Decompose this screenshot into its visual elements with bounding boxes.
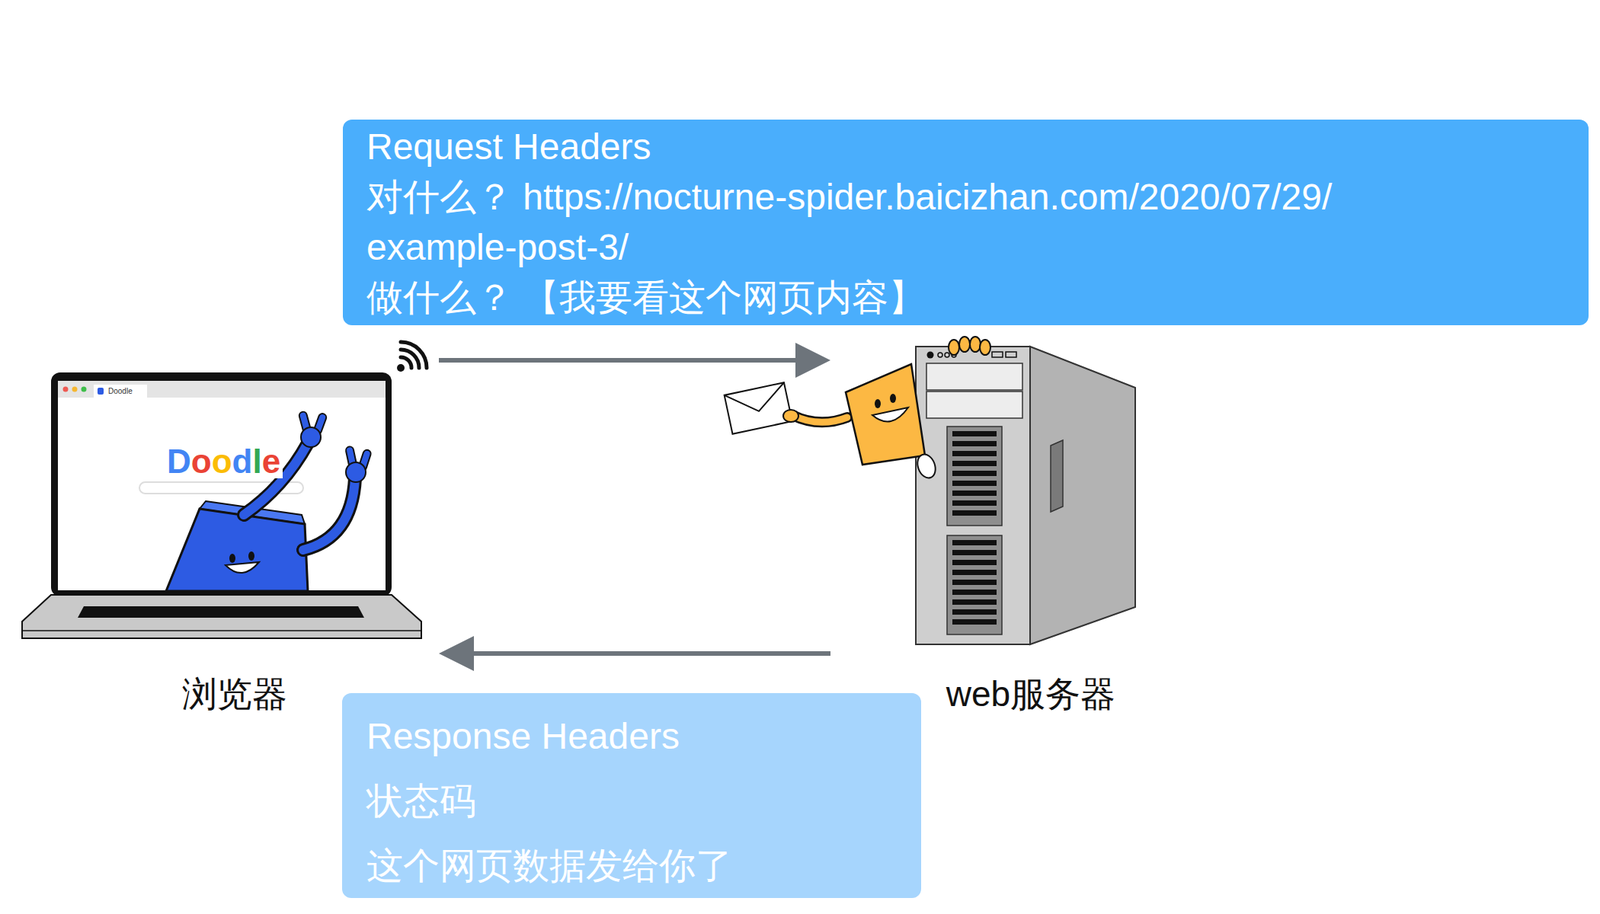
arm xyxy=(792,415,848,423)
logo-text: Doodle xyxy=(164,444,283,479)
envelope xyxy=(724,382,793,434)
node-caption: 浏览器 xyxy=(182,674,288,714)
envelope-body xyxy=(724,382,793,434)
vent-slot xyxy=(952,619,997,625)
server-front xyxy=(915,346,1031,645)
drive-bay xyxy=(926,391,1023,419)
arrow-connector xyxy=(438,636,831,672)
box-text: 对什么？ https://nocturne-spider.baicizhan.c… xyxy=(366,172,1373,273)
request-headers-box: Request Headers对什么？ https://nocturne-spi… xyxy=(342,119,1589,326)
wifi-icon xyxy=(396,342,427,372)
drive-bay xyxy=(926,363,1023,391)
server-side xyxy=(1030,346,1136,645)
connector-line xyxy=(438,358,799,363)
laptop-screen xyxy=(57,380,386,591)
vent-slot xyxy=(952,490,997,496)
grin xyxy=(225,562,260,573)
hand xyxy=(783,409,799,423)
arrow-head xyxy=(795,342,831,378)
vent-slot xyxy=(952,550,997,556)
eye xyxy=(874,399,881,409)
eye xyxy=(248,551,255,561)
arm-outline xyxy=(243,443,308,516)
arm-outline xyxy=(303,478,356,551)
server-node: web服务器 xyxy=(830,335,1143,675)
side-handle xyxy=(1050,440,1063,512)
vent-slot xyxy=(952,560,997,566)
vent-slot xyxy=(952,579,997,586)
laptop-illustration xyxy=(22,372,422,639)
finger xyxy=(979,339,991,356)
vent-slot xyxy=(952,470,997,477)
box-text: 这个网页数据发给你了 xyxy=(366,833,899,899)
vent-slot xyxy=(952,431,997,437)
vent-slot xyxy=(952,460,997,467)
window-dot xyxy=(81,387,87,393)
laptop-bezel xyxy=(51,372,392,597)
server-button xyxy=(992,352,1003,358)
envelope-flap xyxy=(724,382,789,418)
response-headers-box: Response Headers状态码这个网页数据发给你了 xyxy=(342,693,922,899)
arrow-connector xyxy=(438,342,831,378)
box-body xyxy=(166,508,308,591)
vent-slots xyxy=(952,540,997,625)
laptop-base xyxy=(22,595,422,639)
server-illustration xyxy=(915,346,1136,645)
box-heading: Response Headers xyxy=(366,704,899,769)
box-text: 做什么？ 【我要看这个网页内容】 xyxy=(366,272,1566,324)
box-heading: Request Headers xyxy=(366,121,1566,173)
vent-frame xyxy=(947,535,1002,635)
wifi-arc xyxy=(400,342,427,368)
hand xyxy=(345,462,366,483)
eye xyxy=(229,553,236,564)
window-dot xyxy=(72,387,78,393)
arrow-head xyxy=(438,636,474,672)
grin xyxy=(872,407,909,422)
wifi-arc xyxy=(400,349,420,368)
status-dot xyxy=(937,352,943,358)
vent-slot xyxy=(952,451,997,457)
tab-title: Doodle xyxy=(105,384,135,398)
tab-icon xyxy=(97,387,104,395)
hand xyxy=(300,427,321,448)
finger xyxy=(959,336,970,352)
glove xyxy=(914,451,939,481)
status-dot xyxy=(944,352,950,358)
vent-slot xyxy=(952,500,997,506)
arm xyxy=(303,478,356,551)
vent-slot xyxy=(952,569,997,576)
vent-frame xyxy=(947,426,1002,526)
vent-slot xyxy=(952,589,997,596)
browser-bar xyxy=(57,380,386,398)
arm-outline xyxy=(792,415,848,423)
power-dot xyxy=(927,352,935,359)
window-dot xyxy=(63,387,69,393)
vent-slot xyxy=(952,540,997,546)
vent-slot xyxy=(952,441,997,447)
vent-slot xyxy=(952,480,997,487)
vent-slot xyxy=(952,609,997,615)
finger xyxy=(969,336,981,352)
arm xyxy=(243,443,308,516)
vent-slots xyxy=(952,431,997,516)
keyboard-slot xyxy=(77,606,365,618)
finger xyxy=(948,339,960,356)
vent-slot xyxy=(952,510,997,516)
browser-node: 浏览器 xyxy=(22,335,439,675)
connector-line xyxy=(470,651,831,656)
box-text: 状态码 xyxy=(366,768,899,834)
vent-slot xyxy=(952,599,997,605)
base-edge xyxy=(22,630,422,632)
browser-tab xyxy=(93,384,148,398)
eye xyxy=(889,393,896,404)
wifi-dot xyxy=(396,364,405,372)
server-button xyxy=(1005,352,1017,358)
character-body xyxy=(845,364,925,465)
node-caption: web服务器 xyxy=(946,674,1116,714)
wifi-arc xyxy=(400,357,412,368)
blue-character xyxy=(166,411,372,591)
